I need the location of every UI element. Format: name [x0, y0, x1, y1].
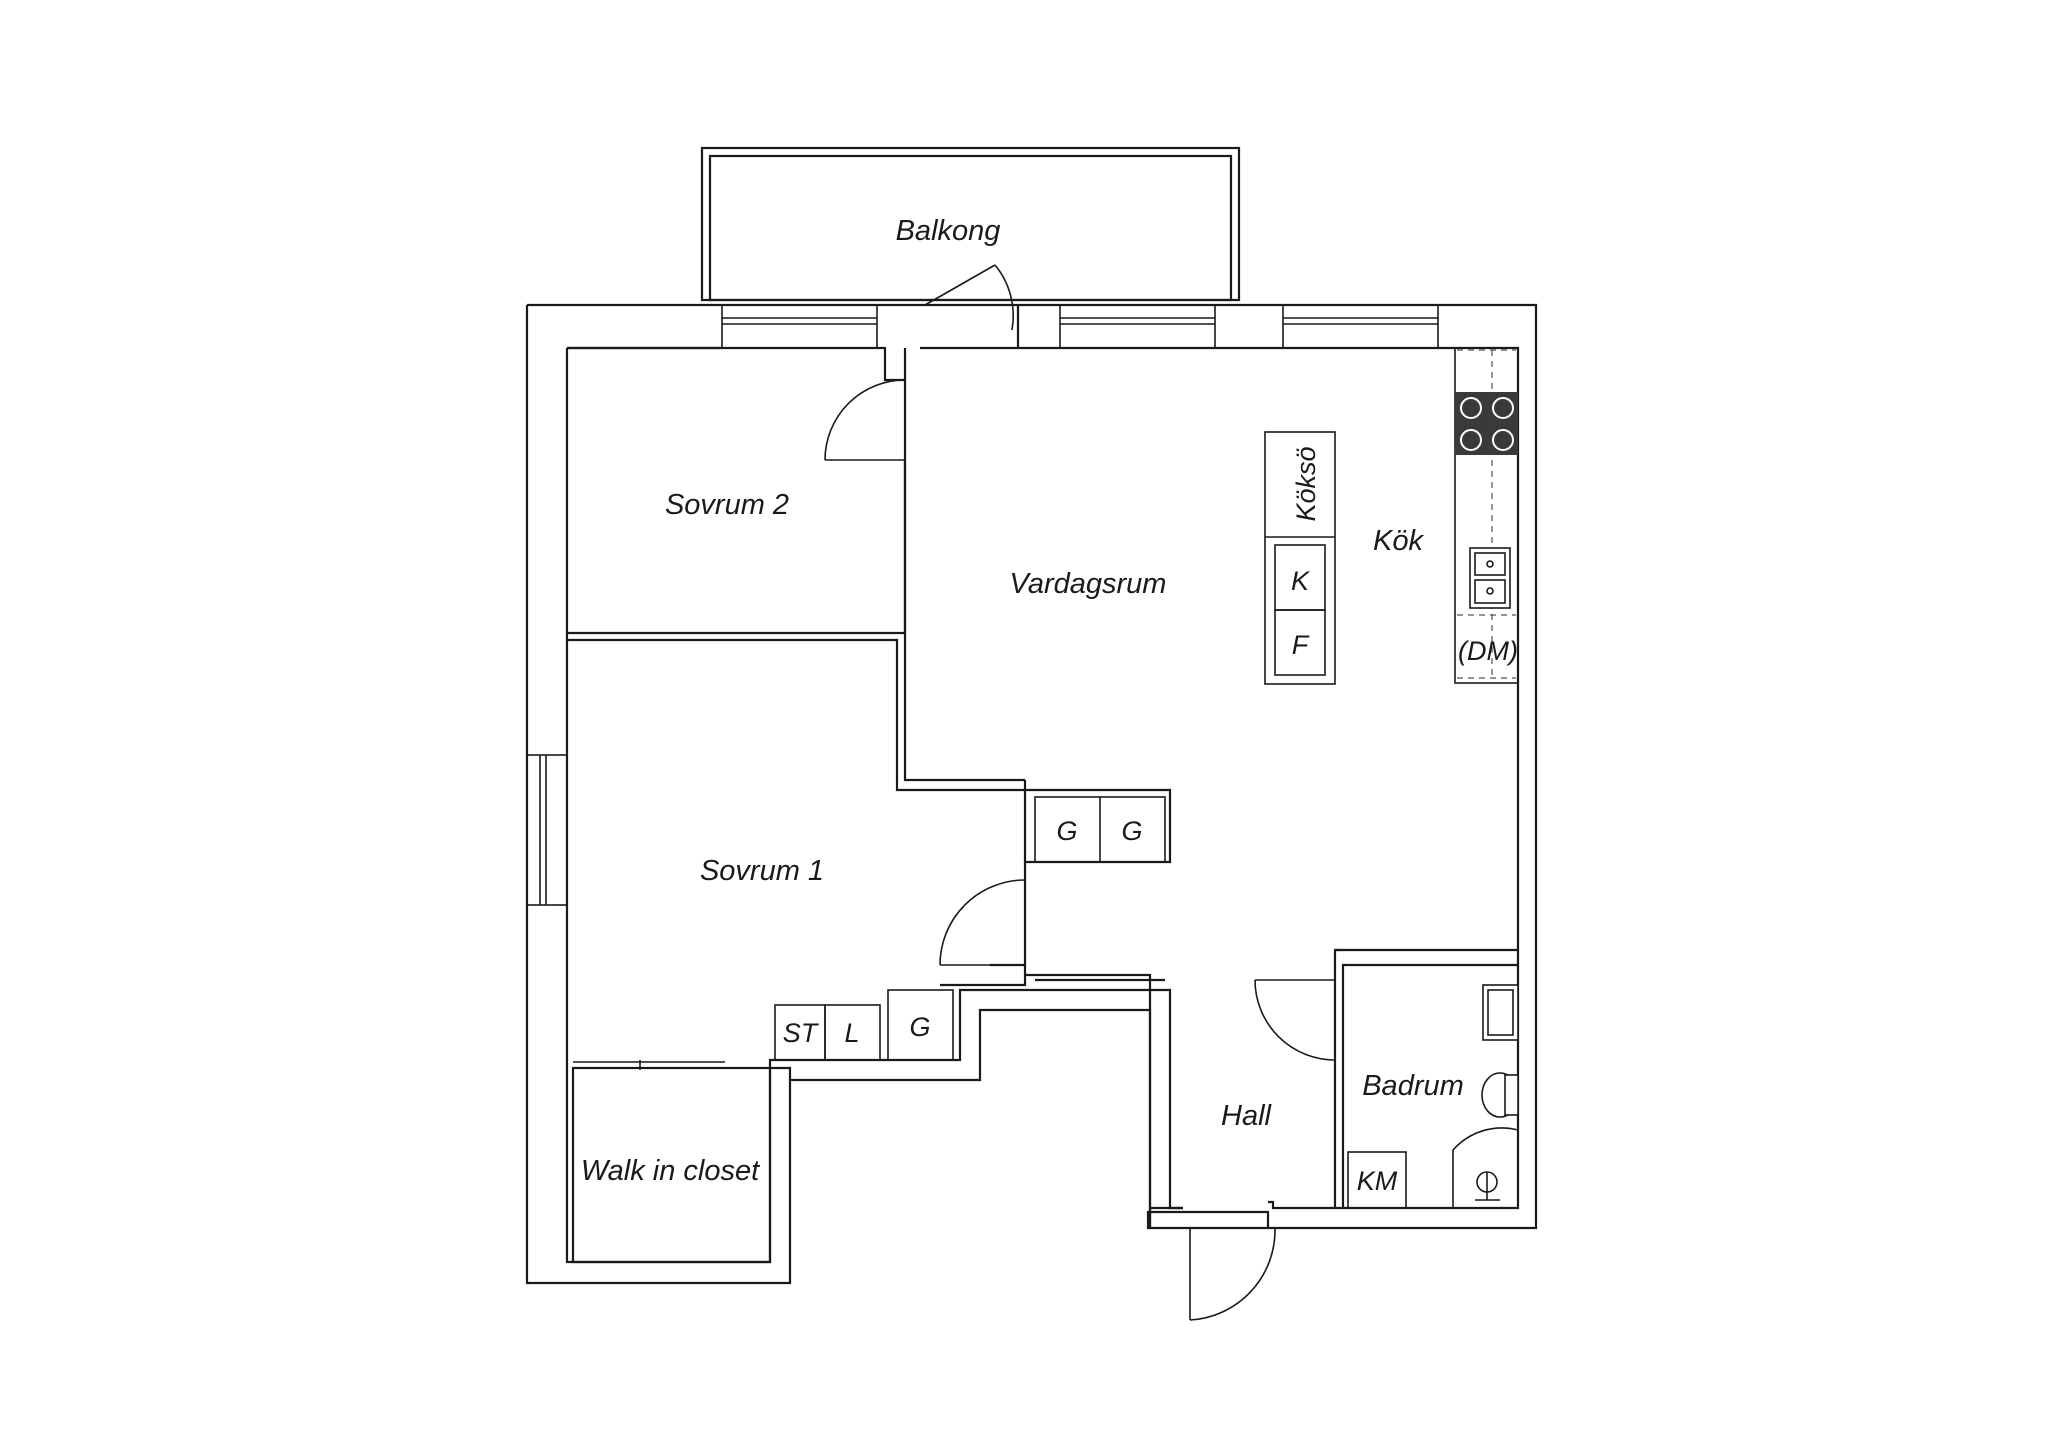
bedroom-closets: ST L G [774, 989, 954, 1061]
sovrum-2-label: Sovrum 2 [665, 489, 789, 521]
top-windows [721, 304, 1439, 349]
dm-label: (DM) [1458, 636, 1518, 666]
koks-label: Köksö [1291, 446, 1321, 521]
vardagsrum-label: Vardagsrum [1010, 568, 1167, 600]
wardrobe-g2-label: G [1121, 816, 1142, 846]
km-label: KM [1357, 1166, 1398, 1196]
living-walls [903, 305, 1025, 782]
island-k-label: K [1291, 566, 1310, 596]
sovrum-1-label: Sovrum 1 [700, 855, 824, 887]
sovrum-2-door [824, 379, 906, 461]
balcony-door [924, 264, 1015, 331]
entrance-door [1189, 1227, 1276, 1321]
sovrum-2-walls [567, 346, 1025, 792]
stove [1455, 392, 1518, 455]
balcony [700, 146, 1241, 302]
walk-in-closet-label: Walk in closet [581, 1155, 761, 1187]
kitchen-island: Köksö K F [1264, 431, 1336, 685]
badrum-label: Badrum [1362, 1070, 1464, 1102]
wardrobe-gg: G G [1034, 796, 1166, 863]
left-window [526, 754, 568, 906]
closet-st-label: ST [783, 1018, 820, 1048]
sovrum-1-door [939, 879, 1026, 966]
kok-label: Kök [1373, 525, 1424, 557]
walk-in-closet-walls [571, 1060, 772, 1264]
balkong-label: Balkong [896, 215, 1001, 247]
outer-wall [525, 303, 1538, 1285]
wardrobe-wall [1023, 780, 1172, 864]
bathroom-fixtures: KM [1347, 984, 1519, 1209]
bathroom-walls [1333, 948, 1518, 1208]
closet-g-label: G [909, 1012, 930, 1042]
bathroom-door [1254, 979, 1336, 1061]
closet-step-wall [770, 1066, 792, 1080]
inner-wall-outline [565, 346, 1520, 1264]
kitchen-sink [1469, 547, 1511, 609]
wardrobe-g1-label: G [1056, 816, 1077, 846]
kitchen-counter [1454, 347, 1519, 684]
hall-label: Hall [1221, 1100, 1273, 1132]
hall-left-wall [1025, 973, 1165, 1228]
closet-l-label: L [844, 1018, 859, 1048]
island-f-label: F [1292, 630, 1310, 660]
